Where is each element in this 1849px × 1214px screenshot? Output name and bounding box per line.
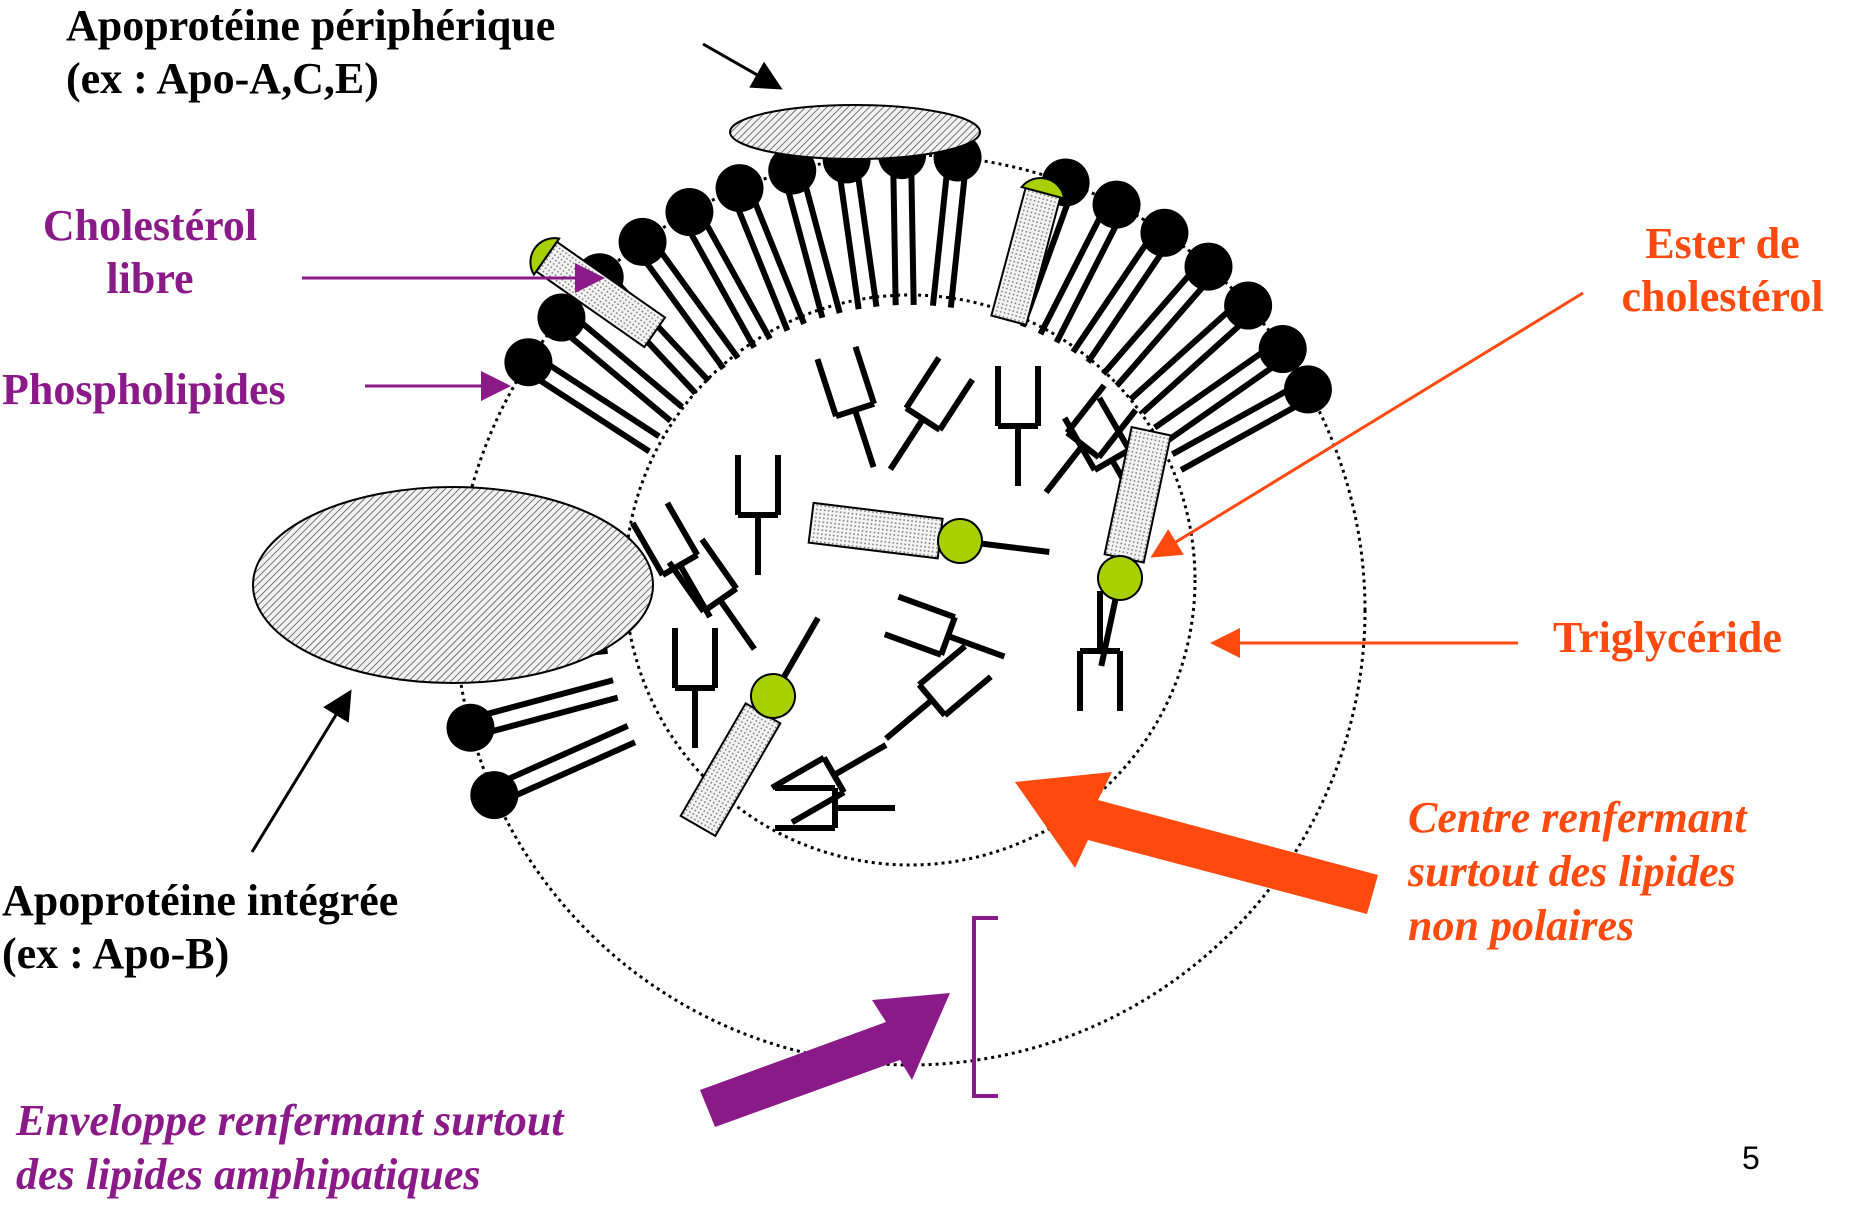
peripheral-apoprotein xyxy=(730,105,980,159)
triglyceride-molecule xyxy=(873,646,991,754)
core-lipids xyxy=(633,347,1173,837)
label-ester-line1: Ester de xyxy=(1600,218,1845,271)
label-cholesterol-line1: Cholestérol xyxy=(10,200,290,253)
arrow-apo-integree xyxy=(252,692,350,852)
integrated-apoprotein xyxy=(253,487,653,683)
label-apo-peripheral-line1: Apoprotéine périphérique xyxy=(66,0,555,53)
envelope-bracket xyxy=(974,918,998,1096)
cholesterol-ester-molecule xyxy=(808,501,1052,574)
label-apo-integree-line2: (ex : Apo-B) xyxy=(2,928,398,981)
triglyceride-molecule xyxy=(874,358,973,480)
arrow-ester xyxy=(1153,293,1583,556)
label-triglyceride-text: Triglycéride xyxy=(1553,612,1782,665)
triglyceride-molecule xyxy=(817,347,892,473)
label-enveloppe: Enveloppe renfermant surtout des lipides… xyxy=(16,1094,564,1201)
label-phospholipides: Phospholipides xyxy=(2,364,286,417)
label-cholesterol-libre: Cholestérol libre xyxy=(10,200,290,306)
label-apo-peripheral-line2: (ex : Apo-A,C,E) xyxy=(66,53,555,106)
arrow-apo-peripheral xyxy=(703,44,780,88)
big-arrow-enveloppe xyxy=(700,993,950,1127)
label-triglyceride: Triglycéride xyxy=(1553,612,1782,665)
phospholipid-molecule xyxy=(665,188,770,348)
phospholipid-molecule xyxy=(933,133,982,307)
label-centre-line3: non polaires xyxy=(1408,899,1747,953)
label-apo-peripheral: Apoprotéine périphérique (ex : Apo-A,C,E… xyxy=(66,0,555,106)
label-centre: Centre renfermant surtout des lipides no… xyxy=(1408,791,1747,953)
label-phospholipides-text: Phospholipides xyxy=(2,364,286,417)
triglyceride-molecule xyxy=(675,628,715,748)
label-centre-line1: Centre renfermant xyxy=(1408,791,1747,845)
triglyceride-molecule xyxy=(738,455,778,575)
triglyceride-molecule xyxy=(998,366,1038,486)
label-ester-line2: cholestérol xyxy=(1600,271,1845,324)
phospholipid-layer xyxy=(433,131,1331,819)
label-apo-integree-line1: Apoprotéine intégrée xyxy=(2,875,398,928)
label-cholesterol-line2: libre xyxy=(10,253,290,306)
phospholipid-molecule xyxy=(470,726,635,819)
label-enveloppe-line1: Enveloppe renfermant surtout xyxy=(16,1094,564,1148)
label-enveloppe-line2: des lipides amphipatiques xyxy=(16,1148,564,1202)
page-number: 5 xyxy=(1742,1140,1760,1177)
label-ester: Ester de cholestérol xyxy=(1600,218,1845,324)
big-arrow-centre xyxy=(1015,772,1378,914)
label-centre-line2: surtout des lipides xyxy=(1408,845,1747,899)
label-apo-integree: Apoprotéine intégrée (ex : Apo-B) xyxy=(2,875,398,981)
cholesterol-ester-molecule xyxy=(679,607,837,837)
